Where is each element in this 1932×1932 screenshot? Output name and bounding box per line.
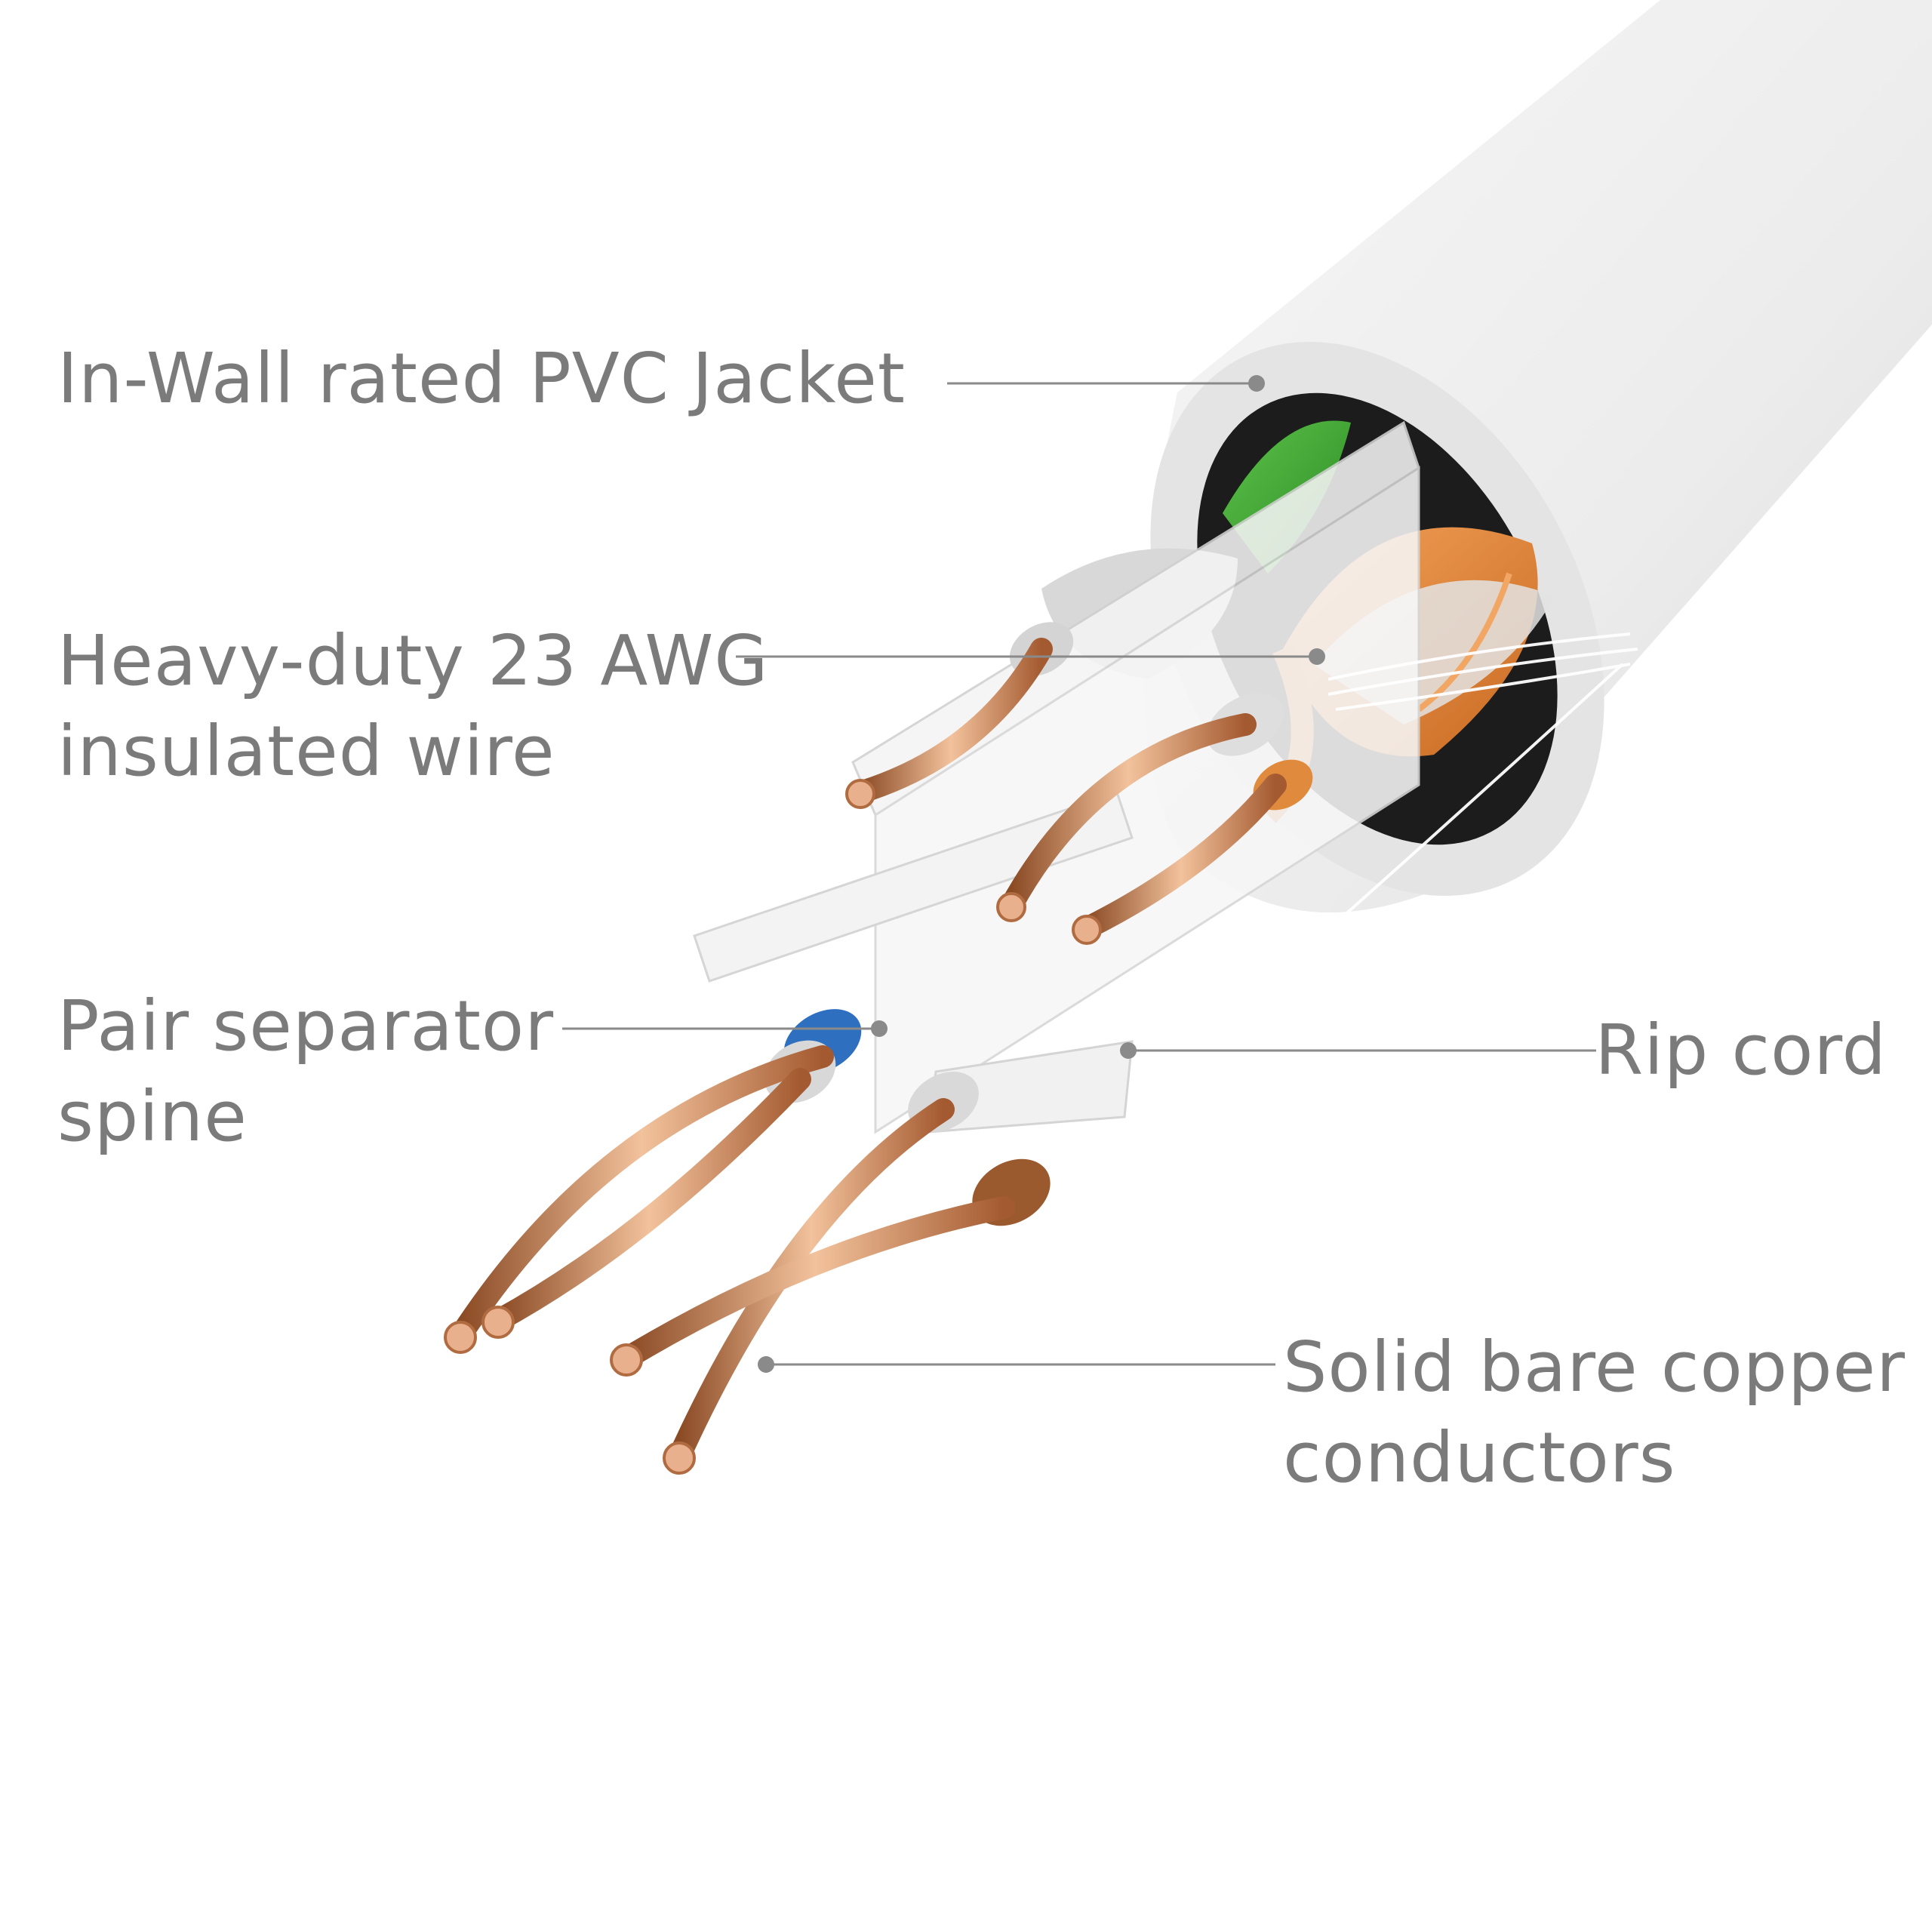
callout-copper-line-2: conductors — [1283, 1413, 1906, 1503]
callout-copper: Solid bare copper conductors — [1283, 1322, 1906, 1503]
anchor-dot-awg — [1309, 648, 1325, 665]
callout-rip-line-1: Rip cord — [1595, 1005, 1887, 1096]
callout-jacket-line-1: In-Wall rated PVC Jacket — [57, 334, 906, 424]
callout-spine: Pair separator spine — [57, 981, 554, 1162]
callout-awg: Heavy-duty 23 AWG insulated wire — [57, 616, 769, 797]
callout-copper-line-1: Solid bare copper — [1283, 1322, 1906, 1413]
callout-jacket: In-Wall rated PVC Jacket — [57, 334, 906, 424]
callout-awg-line-2: insulated wire — [57, 706, 769, 797]
anchor-dot-rip — [1120, 1042, 1137, 1059]
anchor-dot-copper — [758, 1356, 774, 1373]
callout-spine-line-2: spine — [57, 1072, 554, 1162]
callout-awg-line-1: Heavy-duty 23 AWG — [57, 616, 769, 706]
callout-rip: Rip cord — [1595, 1005, 1887, 1096]
callout-spine-line-1: Pair separator — [57, 981, 554, 1072]
anchor-dot-jacket — [1248, 375, 1265, 392]
anchor-dot-spine — [871, 1020, 888, 1037]
